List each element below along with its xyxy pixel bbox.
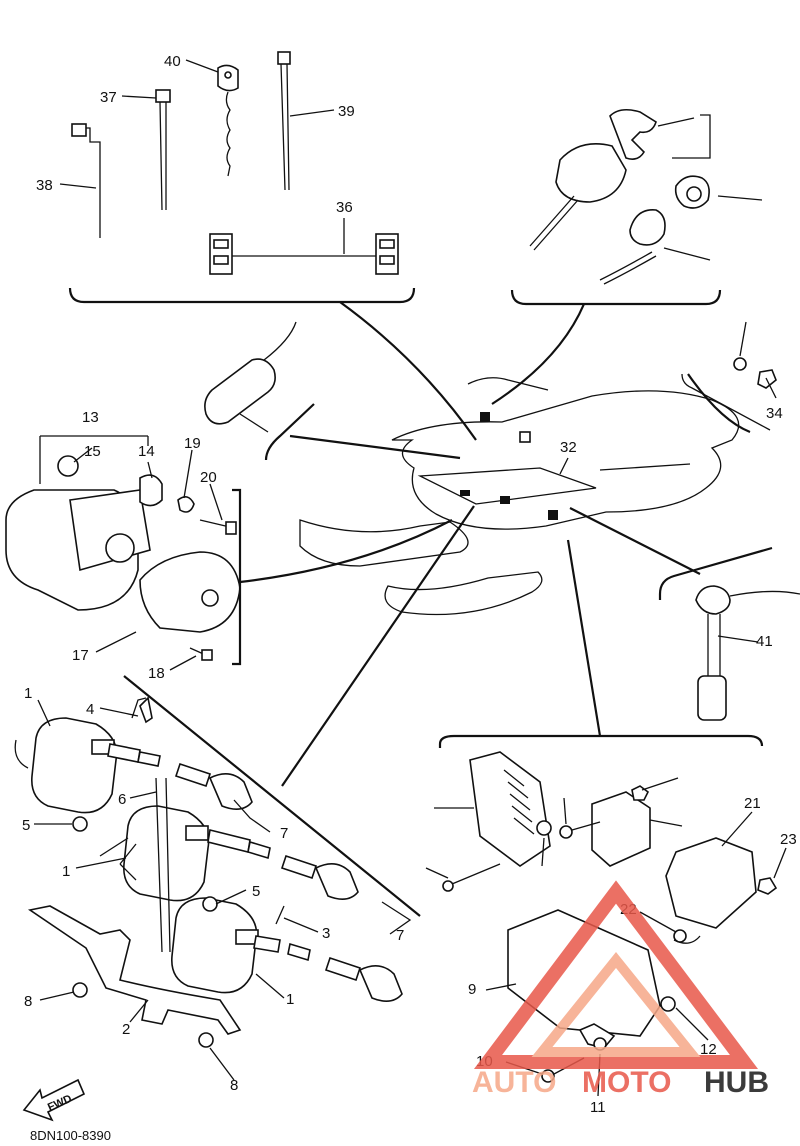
callout-7b: 7 (396, 927, 404, 944)
callout-7a: 7 (280, 825, 288, 842)
callout-2: 2 (122, 1021, 130, 1038)
callout-22: 23 (780, 831, 797, 848)
callout-5b: 5 (252, 883, 260, 900)
callout-25: 36 (336, 199, 353, 216)
forward-direction-arrow: FWD (22, 1078, 86, 1122)
callout-5a: 5 (22, 817, 30, 834)
part-31-condenser (204, 321, 461, 461)
callout-1b: 1 (62, 863, 70, 880)
callout-4: 4 (86, 701, 94, 718)
callout-30: 41 (756, 633, 773, 650)
callout-9: 9 (468, 981, 476, 998)
watermark-logo: AUTO MOTO HUB (472, 880, 769, 1099)
main-switch-group (491, 108, 722, 405)
watermark-text-hub: HUB (704, 1066, 769, 1099)
wire-ties-group (68, 51, 477, 441)
callout-29: 40 (164, 53, 181, 70)
watermark-text-auto: AUTO (472, 1066, 556, 1099)
vehicle-outline (299, 373, 771, 616)
callout-13: 13 (82, 409, 99, 426)
callout-16: 17 (72, 647, 89, 664)
part-24-bolt (733, 321, 777, 389)
callout-8b: 8 (230, 1077, 238, 1094)
electrical-box-group (438, 539, 778, 1083)
callout-3: 3 (322, 925, 330, 942)
diagram-code: 8DN100-8390 (30, 1128, 111, 1143)
callout-15: 15 (84, 443, 101, 460)
callout-labels: 38 37 40 39 36 34 32 41 13 15 14 19 20 1… (22, 53, 797, 1116)
callout-6: 6 (118, 791, 126, 808)
callout-18: 19 (184, 435, 201, 452)
ignition-coils-group (14, 505, 475, 1048)
callout-8a: 8 (24, 993, 32, 1010)
callout-17: 18 (148, 665, 165, 682)
callout-27: 38 (36, 177, 53, 194)
callout-24: 34 (766, 405, 783, 422)
callout-19: 20 (200, 469, 217, 486)
callout-11: 11 (590, 1099, 606, 1116)
watermark-text-moto: MOTO (582, 1066, 671, 1099)
starter-motor-group (5, 435, 453, 666)
callout-1c: 1 (286, 991, 294, 1008)
callout-1a: 1 (24, 685, 32, 702)
callout-26: 37 (100, 89, 117, 106)
leader-lines (34, 59, 787, 1097)
callout-20: 21 (744, 795, 761, 812)
callout-12a: 12 (700, 1041, 717, 1058)
callout-14: 14 (138, 443, 155, 460)
callout-23: 32 (560, 439, 577, 456)
callout-28: 39 (338, 103, 355, 120)
part-30-switch (569, 507, 800, 721)
